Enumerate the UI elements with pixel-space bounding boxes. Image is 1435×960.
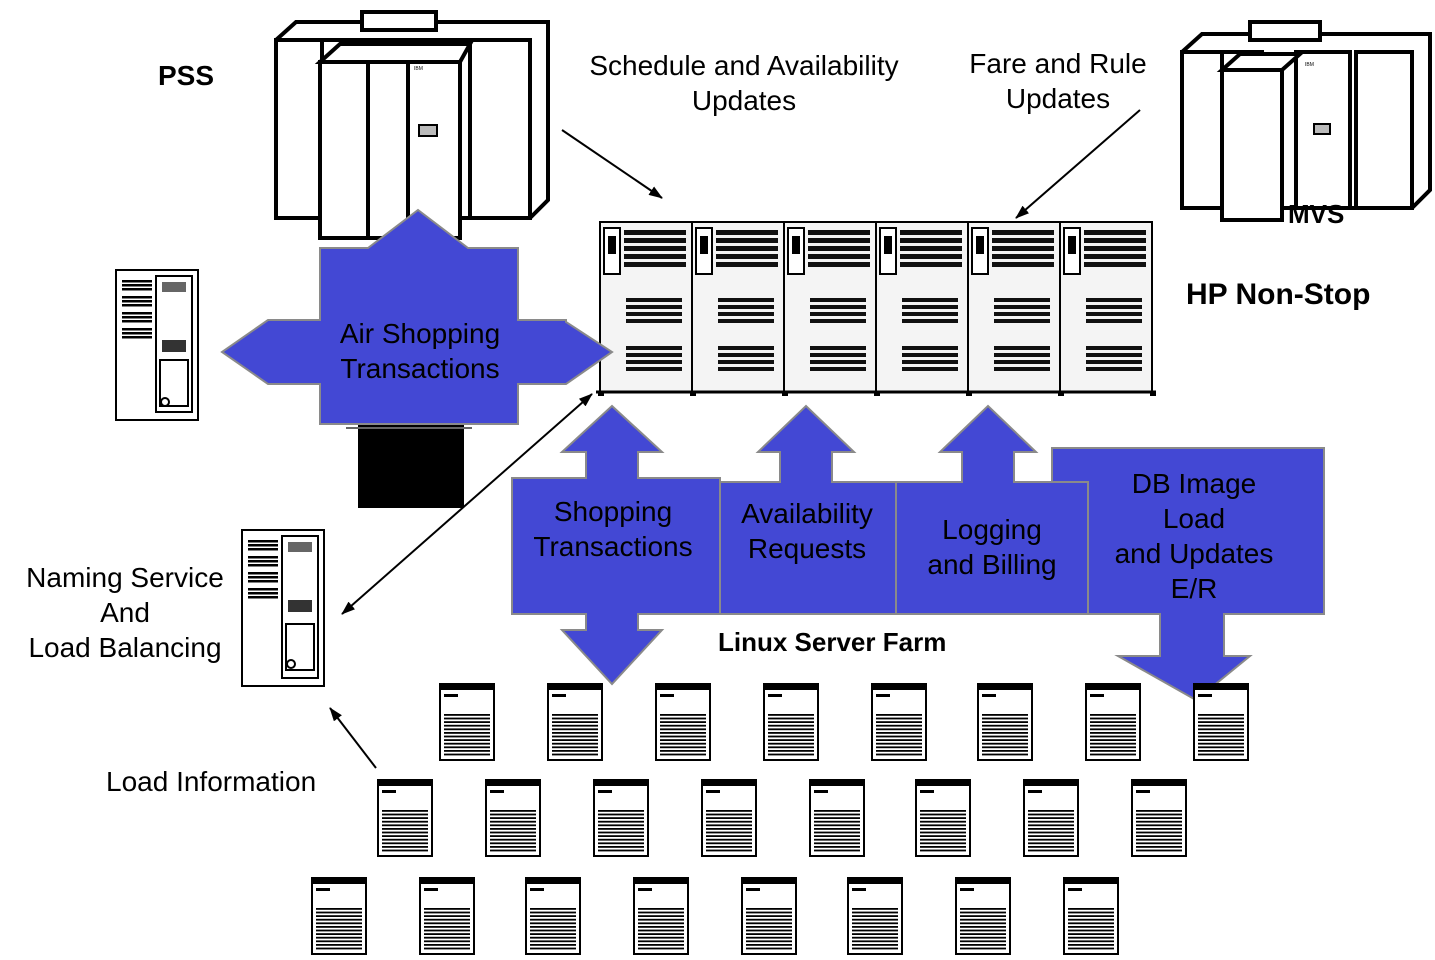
- hp-cabinet: [691, 221, 785, 393]
- linux-server-icon: [847, 877, 903, 955]
- air-shopping-cross-arrow: [220, 208, 614, 425]
- linux-server-icon: [763, 683, 819, 761]
- hp-nonstop-label: HP Non-Stop: [1186, 278, 1371, 311]
- availability-requests-arrow: [719, 404, 897, 615]
- db-image-label: DB Image Load and Updates E/R: [1114, 468, 1274, 604]
- linux-server-farm-icons: [311, 683, 1249, 955]
- availability-requests-label: Availability Requests: [741, 498, 873, 564]
- linux-server-icon: [377, 779, 433, 857]
- schedule-updates-arrow: [561, 129, 663, 199]
- linux-server-icon: [701, 779, 757, 857]
- schedule-updates-label: Schedule and Availability Updates: [589, 50, 899, 116]
- db-image-arrow: [1051, 447, 1325, 702]
- linux-server-icon: [1193, 683, 1249, 761]
- fare-updates-label: Fare and Rule Updates: [969, 48, 1147, 114]
- naming-service-link-arrow: [341, 393, 593, 615]
- client-terminal-icon: [115, 269, 199, 421]
- naming-service-label: Naming Service And Load Balancing: [26, 562, 224, 663]
- linux-server-icon: [439, 683, 495, 761]
- linux-server-icon: [633, 877, 689, 955]
- linux-server-icon: [525, 877, 581, 955]
- linux-server-icon: [1131, 779, 1187, 857]
- linux-server-icon: [871, 683, 927, 761]
- linux-server-icon: [485, 779, 541, 857]
- linux-server-icon: [915, 779, 971, 857]
- monitor-icon: [346, 424, 472, 508]
- naming-service-server-icon: [241, 529, 325, 687]
- linux-server-icon: [741, 877, 797, 955]
- air-shopping-label: Air Shopping Transactions: [339, 318, 501, 384]
- fare-updates-arrow: [1015, 109, 1141, 219]
- pss-label: PSS: [158, 60, 215, 91]
- linux-server-icon: [809, 779, 865, 857]
- linux-server-icon: [955, 877, 1011, 955]
- mvs-ibm-badge: IBM: [1305, 62, 1314, 68]
- linux-server-icon: [547, 683, 603, 761]
- linux-server-farm-label: Linux Server Farm: [718, 627, 947, 657]
- linux-server-icon: [977, 683, 1033, 761]
- shopping-transactions-label: Shopping Transactions: [533, 496, 693, 562]
- hp-nonstop-server-icon: [596, 221, 1156, 396]
- linux-server-icon: [655, 683, 711, 761]
- linux-server-icon: [419, 877, 475, 955]
- mvs-mainframe-icon: [1180, 20, 1432, 222]
- hp-cabinet: [875, 221, 969, 393]
- linux-server-icon: [1085, 683, 1141, 761]
- linux-server-icon: [1063, 877, 1119, 955]
- hp-cabinet: [783, 221, 877, 393]
- load-information-label: Load Information: [106, 766, 317, 797]
- hp-cabinet: [599, 221, 693, 393]
- load-information-arrow: [329, 707, 377, 769]
- linux-server-icon: [311, 877, 367, 955]
- pss-ibm-badge: IBM: [414, 66, 423, 72]
- pss-mainframe-icon: [274, 10, 550, 240]
- linux-server-icon: [593, 779, 649, 857]
- mvs-label: MVS: [1288, 199, 1345, 229]
- hp-cabinet: [1059, 221, 1153, 393]
- hp-cabinet: [967, 221, 1061, 393]
- logging-billing-label: Logging and Billing: [927, 514, 1057, 580]
- linux-server-icon: [1023, 779, 1079, 857]
- logging-billing-arrow: [895, 404, 1089, 615]
